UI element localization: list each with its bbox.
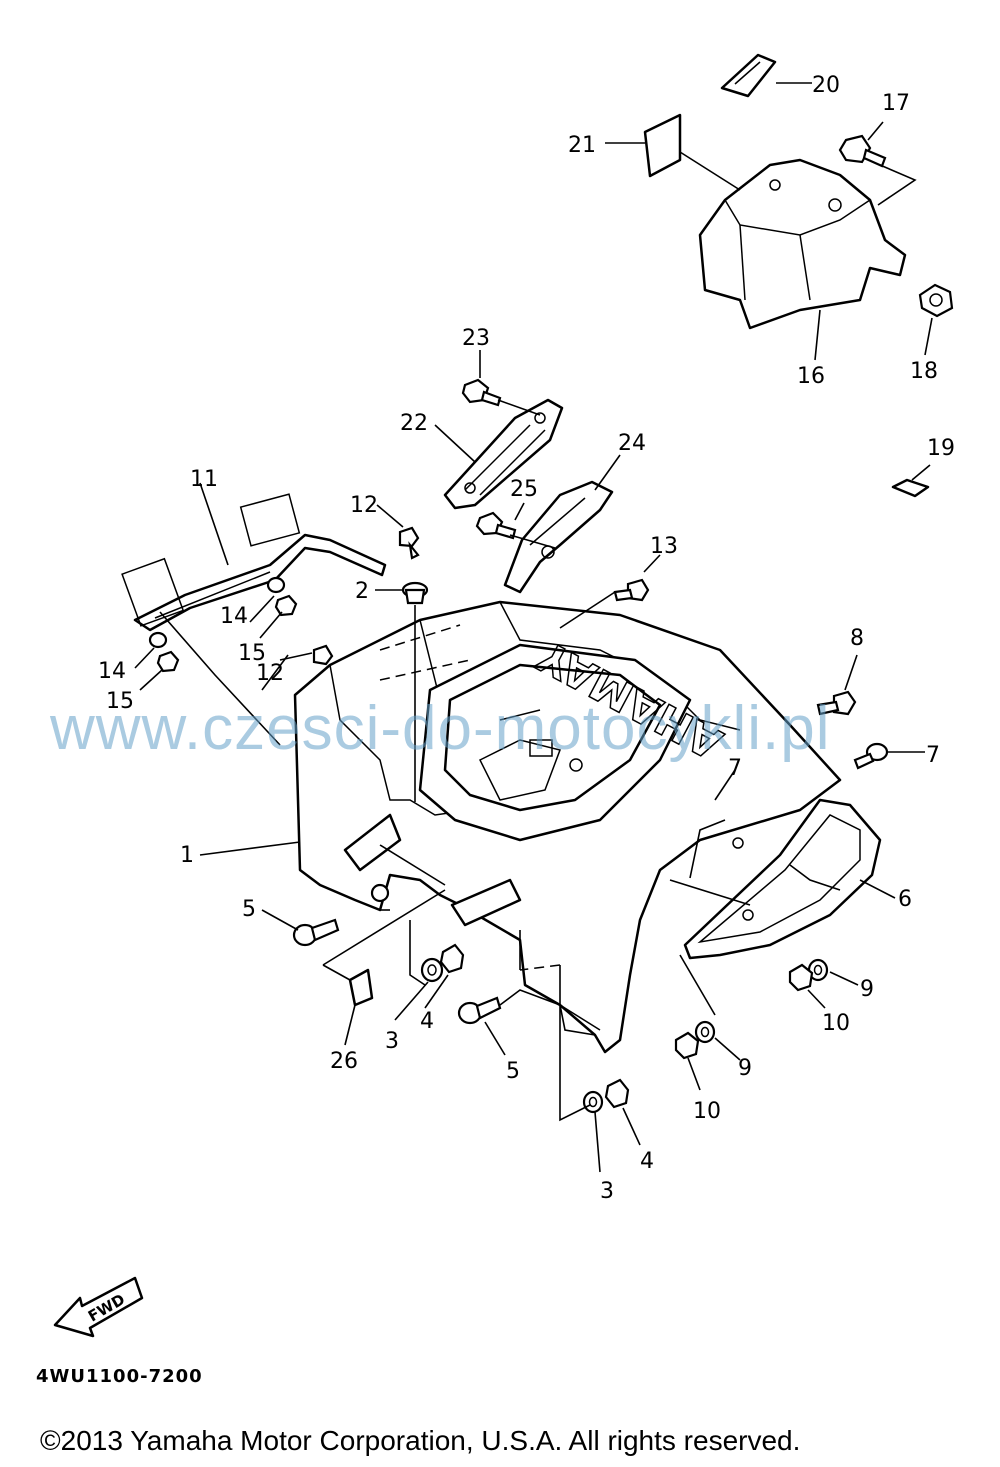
part-25-bolt	[475, 511, 517, 540]
callout-4b: 4	[640, 1149, 654, 1174]
part-15-nuts	[156, 594, 298, 673]
part-16-cover	[698, 158, 907, 330]
diagram-code: 4WU1100-7200	[36, 1366, 203, 1387]
callout-9b: 9	[738, 1056, 752, 1081]
callout-14b: 14	[98, 659, 126, 684]
part-12-bolts	[312, 526, 420, 666]
callout-7a: 7	[926, 743, 940, 768]
callout-13: 13	[650, 534, 678, 559]
part-1-rear-fender	[293, 600, 842, 1054]
callout-14a: 14	[220, 604, 248, 629]
callout-6: 6	[898, 887, 912, 912]
callout-24: 24	[618, 431, 646, 456]
part-24-bracket	[503, 480, 614, 594]
callout-labels: 1 2 3 3 4 4 5 5 6 7 7 8 9 9 10 10 11 12 …	[98, 73, 955, 1204]
part-5-bolts	[292, 918, 502, 1025]
callout-10b: 10	[693, 1099, 721, 1124]
callout-7b: 7	[728, 756, 742, 781]
part-22-plate	[443, 398, 564, 510]
leader-lines	[134, 82, 933, 1173]
callout-25: 25	[510, 477, 538, 502]
part-8-bolt	[816, 690, 857, 716]
part-26-clip	[348, 968, 374, 1007]
callout-19: 19	[927, 436, 955, 461]
callout-9a: 9	[860, 977, 874, 1002]
copyright-notice: ©2013 Yamaha Motor Corporation, U.S.A. A…	[40, 1425, 801, 1456]
part-18-nut	[918, 283, 954, 318]
callout-17: 17	[882, 91, 910, 116]
callout-4a: 4	[420, 1009, 434, 1034]
callout-5b: 5	[506, 1059, 520, 1084]
part-19-pad	[891, 478, 930, 498]
callout-21: 21	[568, 133, 596, 158]
part-17-bolt	[838, 134, 887, 168]
callout-11: 11	[190, 467, 218, 492]
callout-16: 16	[797, 364, 825, 389]
part-14-washers	[148, 576, 286, 649]
watermark: www.czesci-do-motocykli.pl	[50, 694, 831, 763]
part-3-washers	[420, 957, 604, 1114]
callout-15a: 15	[238, 641, 266, 666]
callout-20: 20	[812, 73, 840, 98]
callout-22: 22	[400, 411, 428, 436]
callout-10a: 10	[822, 1011, 850, 1036]
part-13-bolt	[613, 578, 650, 602]
callout-3b: 3	[600, 1179, 614, 1204]
part-4-nuts	[439, 943, 630, 1109]
fwd-arrow-icon: FWD	[53, 1276, 144, 1338]
callout-2: 2	[355, 579, 369, 604]
callout-26: 26	[330, 1049, 358, 1074]
part-11-bracket	[121, 493, 387, 632]
callout-15b: 15	[106, 689, 134, 714]
part-2-bolt	[401, 581, 429, 605]
callout-23: 23	[462, 326, 490, 351]
part-23-bolt	[461, 378, 502, 407]
callout-8: 8	[850, 626, 864, 651]
part-20-clip	[720, 53, 777, 98]
callout-1: 1	[180, 843, 194, 868]
part-6-side-guard	[683, 798, 882, 960]
callout-18: 18	[910, 359, 938, 384]
callout-5a: 5	[242, 897, 256, 922]
callout-12b: 12	[256, 661, 284, 686]
part-10-nuts	[674, 963, 814, 1060]
callout-12a: 12	[350, 493, 378, 518]
part-21-label	[643, 113, 682, 178]
callout-3a: 3	[385, 1029, 399, 1054]
